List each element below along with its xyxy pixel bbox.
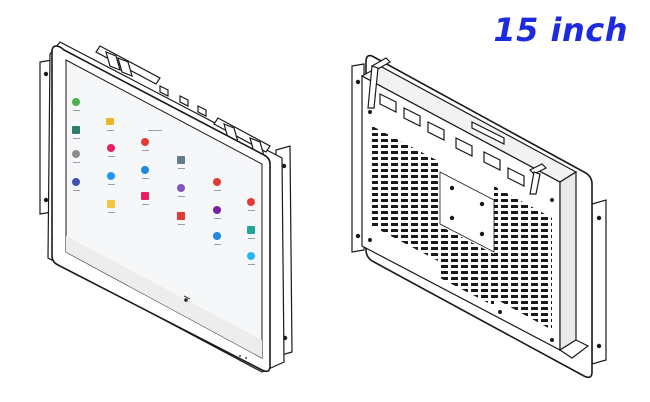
- mounting-bracket-left: [351, 63, 365, 253]
- port: [403, 107, 421, 127]
- vent-grille-bottom: [440, 226, 494, 306]
- search-app-icon: [72, 150, 80, 158]
- port: [483, 151, 501, 171]
- app-icon: [141, 192, 149, 200]
- app-icon: [141, 138, 149, 146]
- app-icon: [177, 156, 185, 164]
- app-icon: [247, 198, 255, 206]
- port: [427, 121, 445, 141]
- app-icon: [141, 166, 149, 174]
- app-icon: [72, 126, 80, 134]
- app-icon: [247, 226, 255, 234]
- app-icon: [213, 206, 221, 214]
- size-headline: 15 inch: [493, 11, 628, 49]
- vent-grille-right: [494, 186, 552, 330]
- monitor-back-view: [351, 54, 607, 379]
- app-icon: [247, 252, 255, 260]
- folder-app-icon: [106, 118, 114, 125]
- app-icon: [72, 98, 80, 106]
- vesa-plate: [439, 171, 495, 253]
- port: [455, 137, 473, 157]
- port: [379, 93, 397, 113]
- io-ports: [379, 93, 525, 187]
- mounting-bracket-right: [591, 199, 607, 365]
- app-icon: [177, 212, 185, 220]
- app-icon: [107, 200, 115, 208]
- app-icon: [213, 178, 221, 186]
- app-icon-grid: [72, 98, 255, 265]
- port: [507, 167, 525, 187]
- monitor-front-view: [39, 41, 293, 373]
- settings-app-icon: [177, 184, 185, 192]
- app-icon: [72, 178, 80, 186]
- app-icon: [107, 144, 115, 152]
- app-icon: [107, 172, 115, 180]
- app-icon: [213, 232, 221, 240]
- vent-grille-left: [372, 126, 440, 262]
